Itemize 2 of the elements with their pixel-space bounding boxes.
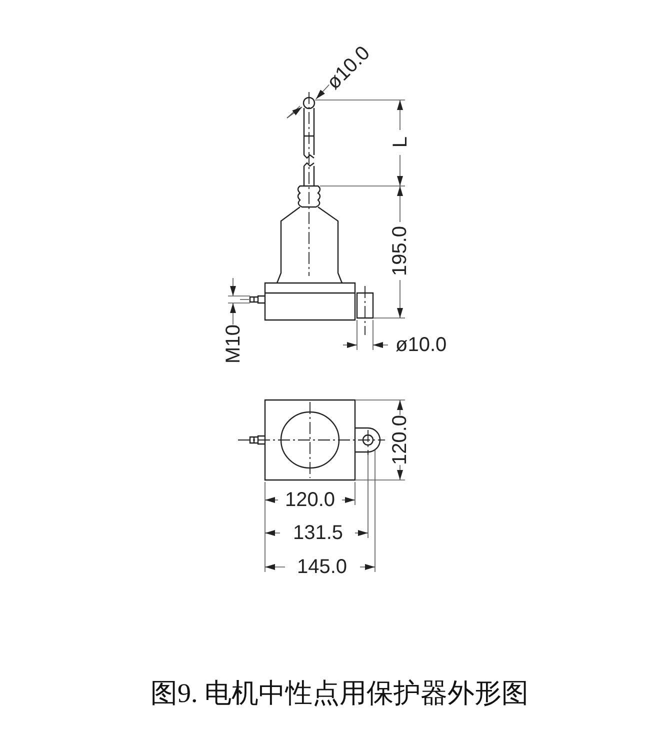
- dimension-label: M10: [222, 324, 243, 364]
- figure-caption: 图9. 电机中性点用保护器外形图: [150, 678, 530, 708]
